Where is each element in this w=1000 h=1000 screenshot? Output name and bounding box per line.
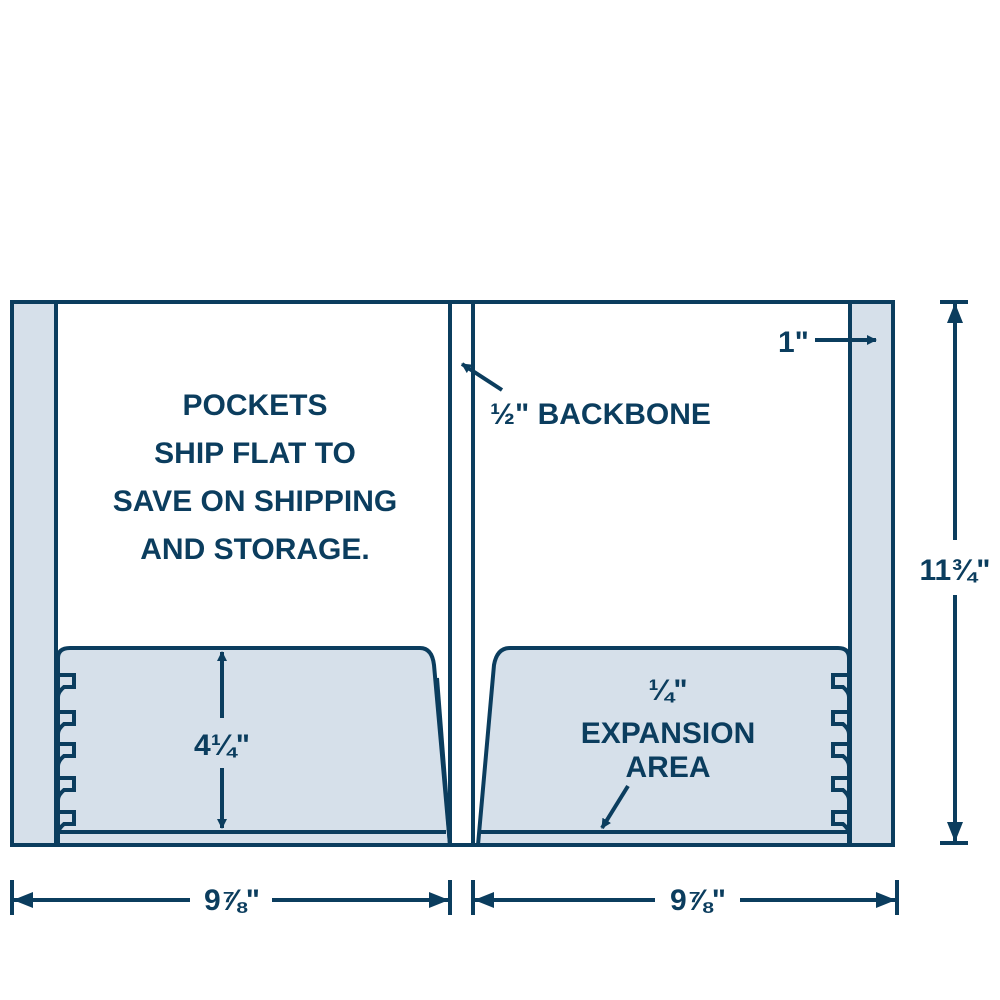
expansion-arrow <box>600 784 630 830</box>
message-line-3: SAVE ON SHIPPING <box>113 485 398 518</box>
left-pocket <box>56 646 453 847</box>
message-line-1: POCKETS <box>182 389 327 422</box>
left-pocket-tabs <box>56 673 76 835</box>
message-line-2: SHIP FLAT TO <box>154 437 356 470</box>
left-pocket-fold <box>435 677 452 846</box>
height-label: 11¾" <box>920 554 991 587</box>
right-side-strip <box>848 300 895 847</box>
backbone-arrow <box>460 362 504 392</box>
expansion-label-line-2: AREA <box>625 751 710 784</box>
expansion-size-label: ¼" <box>648 674 687 707</box>
expansion-label-line-1: EXPANSION <box>581 717 755 750</box>
left-width-label: 9⅞" <box>204 884 260 917</box>
dimension-ticks <box>10 300 968 915</box>
right-pocket-tabs <box>831 673 851 835</box>
right-width-label: 9⅞" <box>670 884 726 917</box>
left-side-strip <box>10 300 58 847</box>
right-pocket <box>475 646 851 847</box>
backbone <box>448 300 475 847</box>
backbone-label: ½" BACKBONE <box>490 398 711 431</box>
pocket-height-label: 4¼" <box>194 729 250 762</box>
side-strip-label: 1" <box>778 326 809 359</box>
message-line-4: AND STORAGE. <box>140 533 369 566</box>
